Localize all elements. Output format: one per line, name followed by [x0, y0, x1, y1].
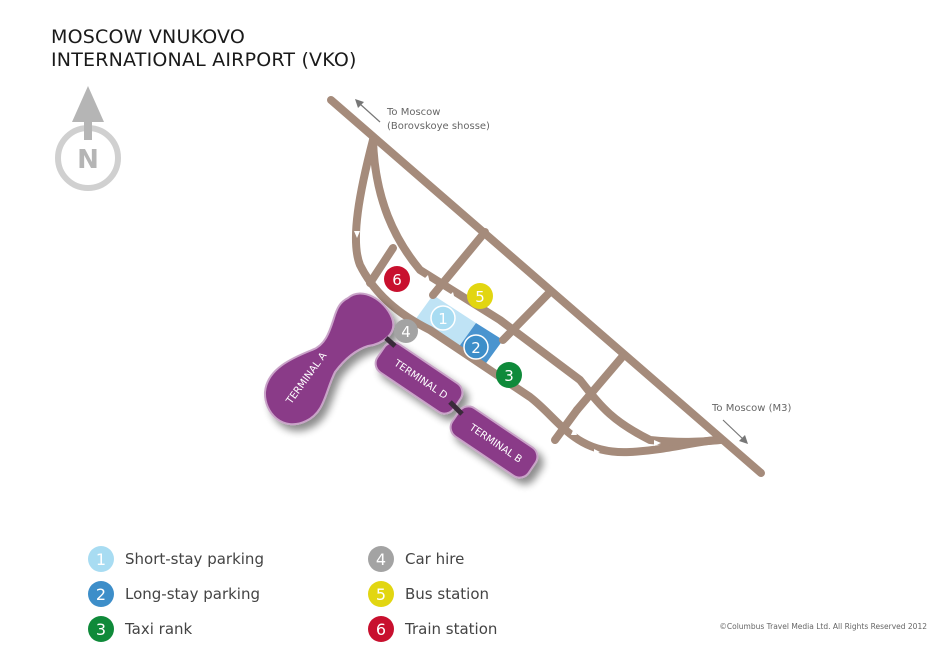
terminal-b: [449, 405, 539, 479]
direction-arrow-icon-m3: [722, 419, 748, 444]
map-marker-6: 6: [384, 266, 410, 292]
svg-text:6: 6: [392, 271, 402, 289]
title-line-2: INTERNATIONAL AIRPORT (VKO): [51, 49, 357, 71]
legend-label: Car hire: [405, 550, 465, 568]
legend-item-car-hire: 4 Car hire: [368, 545, 464, 573]
terminal-a: [263, 292, 395, 426]
svg-text:3: 3: [504, 367, 514, 385]
legend-item-bus-station: 5 Bus station: [368, 580, 489, 608]
road-network: [327, 96, 765, 477]
north-arrow-icon: N: [55, 86, 121, 191]
svg-text:2: 2: [471, 339, 481, 357]
map-marker-1: 1: [430, 305, 456, 331]
legend-badge: 2: [88, 581, 114, 607]
label-to-moscow-borovskoye-1: To Moscow: [386, 107, 440, 118]
title-line-1: MOSCOW VNUKOVO: [51, 26, 246, 48]
terminal-a-connector: [384, 336, 397, 348]
legend-item-long-stay-parking: 2 Long-stay parking: [88, 580, 260, 608]
label-to-moscow-m3: To Moscow (M3): [711, 403, 792, 414]
direction-arrow-icon-borovskoye: [355, 99, 381, 123]
legend-label: Short-stay parking: [125, 550, 264, 568]
legend-item-taxi-rank: 3 Taxi rank: [88, 615, 192, 643]
legend-badge: 4: [368, 546, 394, 572]
terminal-d: [374, 341, 464, 415]
map-marker-4: 4: [394, 319, 418, 343]
map-marker-3: 3: [496, 362, 522, 388]
legend-badge: 6: [368, 616, 394, 642]
legend-label: Taxi rank: [125, 620, 193, 638]
terminal-connector: [448, 400, 464, 416]
road-arrows: [354, 219, 661, 455]
map-marker-2: 2: [463, 334, 489, 360]
legend-badge: 3: [88, 616, 114, 642]
map-marker-5: 5: [467, 283, 493, 309]
svg-text:1: 1: [438, 310, 448, 328]
legend-item-short-stay-parking: 1 Short-stay parking: [88, 545, 264, 573]
legend-badge: 5: [368, 581, 394, 607]
copyright-notice: ©Columbus Travel Media Ltd. All Rights R…: [719, 622, 927, 631]
legend-label: Bus station: [405, 585, 490, 603]
svg-text:5: 5: [475, 288, 485, 306]
legend-badge: 1: [88, 546, 114, 572]
label-to-moscow-borovskoye-2: (Borovskoye shosse): [387, 121, 490, 132]
legend-label: Long-stay parking: [125, 585, 261, 603]
svg-text:4: 4: [401, 323, 411, 341]
legend-item-train-station: 6 Train station: [368, 615, 497, 643]
legend-label: Train station: [405, 620, 498, 638]
page-title: MOSCOW VNUKOVO INTERNATIONAL AIRPORT (VK…: [51, 26, 357, 72]
compass-letter: N: [77, 145, 99, 175]
